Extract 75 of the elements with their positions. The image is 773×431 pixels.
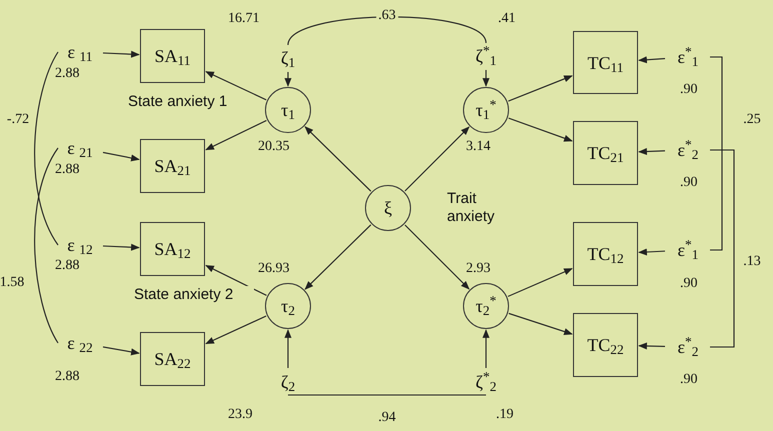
arrow bbox=[205, 120, 267, 150]
value-label: 23.9 bbox=[228, 408, 252, 422]
arrow bbox=[638, 148, 666, 155]
arrow bbox=[304, 126, 372, 192]
arrow bbox=[284, 329, 292, 368]
indicator-box bbox=[573, 31, 638, 94]
variable-label: SA$_{12}$ bbox=[154, 240, 191, 258]
arrow bbox=[482, 329, 490, 368]
variable-label: TC$_{22}$ bbox=[587, 336, 624, 354]
value-label: .19 bbox=[496, 408, 514, 422]
value-label: .41 bbox=[498, 12, 516, 26]
variable-label: SA$_{21}$ bbox=[154, 157, 191, 175]
edge-label: .13 bbox=[742, 255, 762, 269]
indicator-box bbox=[573, 222, 638, 286]
variable-label: τ$_{1}$ bbox=[281, 101, 295, 119]
arrow bbox=[508, 312, 573, 335]
value-label: 2.93 bbox=[466, 262, 490, 276]
variable-label: TC$_{11}$ bbox=[587, 54, 624, 72]
arrow bbox=[638, 248, 666, 256]
variable-label: SA$_{11}$ bbox=[154, 47, 190, 65]
symbol-label: ε $_{12}$ bbox=[58, 232, 102, 258]
indicator-box bbox=[140, 222, 205, 276]
indicator-box bbox=[140, 332, 205, 386]
value-label: 20.35 bbox=[258, 140, 290, 154]
arrow bbox=[508, 118, 573, 142]
arrow bbox=[205, 265, 267, 296]
indicator-box bbox=[573, 121, 638, 185]
arrow bbox=[508, 75, 573, 102]
value-label: .90 bbox=[680, 277, 698, 291]
value-label: .90 bbox=[680, 176, 698, 190]
arrow bbox=[404, 126, 470, 192]
variable-label: TC$_{21}$ bbox=[587, 144, 624, 162]
value-label: 26.93 bbox=[258, 262, 290, 276]
value-label: 3.14 bbox=[466, 140, 490, 154]
arrow bbox=[638, 56, 666, 64]
group-label: State anxiety 2 bbox=[134, 286, 254, 304]
symbol-label: ε $_{21}$ bbox=[58, 135, 102, 161]
variable-label: τ$_{2}$ bbox=[281, 297, 295, 315]
edge-label: .25 bbox=[742, 113, 762, 127]
correlation-line bbox=[288, 394, 486, 396]
arrow bbox=[404, 224, 470, 290]
correlation-line bbox=[710, 56, 723, 251]
arrow bbox=[638, 342, 666, 350]
arrow bbox=[205, 316, 266, 344]
value-label: .90 bbox=[680, 373, 698, 387]
arrow bbox=[304, 224, 372, 290]
correlation-line bbox=[288, 16, 486, 46]
arrow bbox=[482, 70, 490, 87]
correlation-line bbox=[34, 148, 58, 344]
variable-label: TC$_{12}$ bbox=[587, 245, 624, 263]
value-label: 2.88 bbox=[55, 67, 80, 81]
symbol-label: ζ$_{1}$ bbox=[273, 45, 303, 71]
arrow bbox=[102, 50, 140, 58]
indicator-box bbox=[573, 313, 638, 377]
indicator-box bbox=[140, 29, 205, 83]
value-label: 2.88 bbox=[55, 163, 80, 177]
symbol-label: ε $_{11}$ bbox=[58, 39, 102, 65]
arrow bbox=[284, 72, 292, 87]
edge-label: .94 bbox=[377, 411, 397, 425]
symbol-label: ζ$_{2}$ bbox=[273, 369, 303, 395]
variable-label: SA$_{22}$ bbox=[154, 350, 191, 368]
symbol-label: ε $_{22}$ bbox=[58, 330, 102, 356]
arrow bbox=[102, 152, 140, 162]
variable-label: ξ bbox=[384, 199, 392, 217]
value-label: 16.71 bbox=[228, 12, 260, 26]
arrow bbox=[102, 346, 140, 356]
indicator-box bbox=[140, 139, 205, 193]
value-label: .90 bbox=[680, 83, 698, 97]
value-label: 2.88 bbox=[55, 370, 80, 384]
value-label: 2.88 bbox=[55, 259, 80, 273]
correlation-line bbox=[710, 149, 735, 348]
arrow bbox=[102, 244, 140, 251]
arrow bbox=[205, 71, 266, 100]
correlation-line bbox=[34, 52, 58, 246]
arrow bbox=[508, 268, 573, 297]
